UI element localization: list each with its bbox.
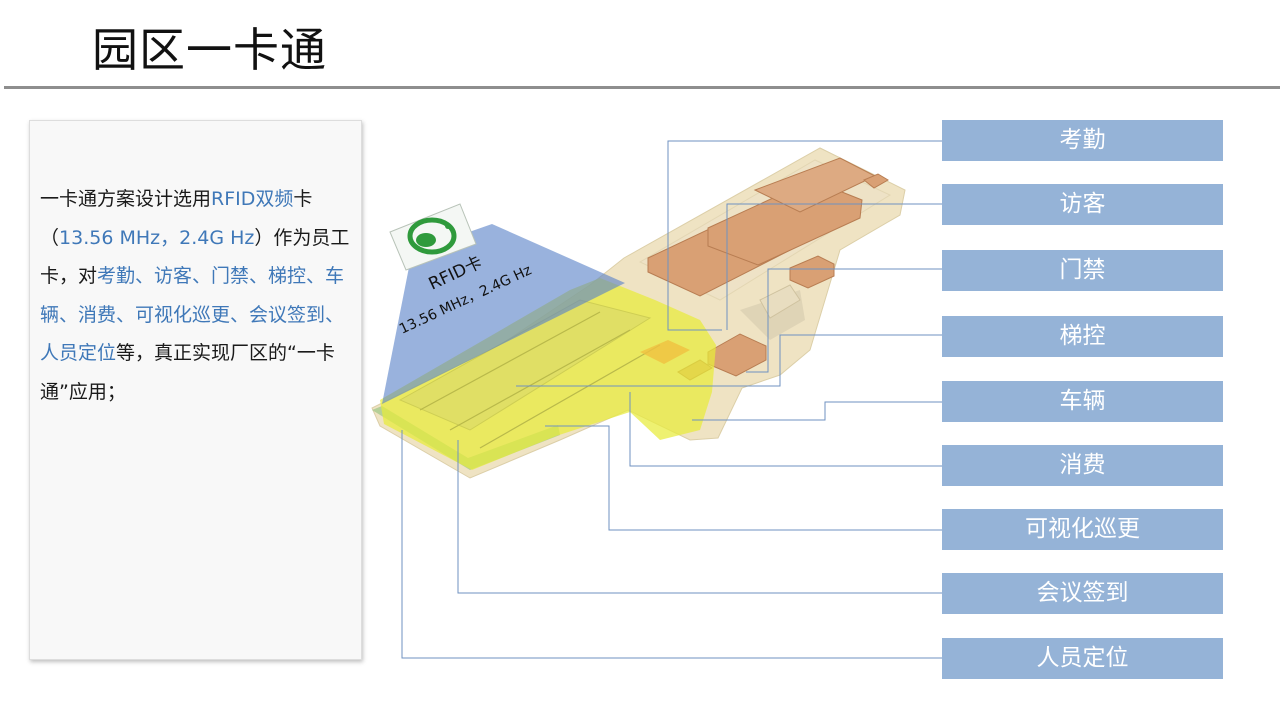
function-label-list: 考勤 访客 门禁 梯控 车辆 消费 可视化巡更 会议签到 人员定位	[942, 0, 1223, 720]
label-consumption: 消费	[942, 445, 1223, 486]
leader-line-visual-patrol	[545, 425, 942, 531]
leader-line-visitor	[726, 203, 942, 330]
leader-line-attendance	[667, 140, 942, 331]
campus-buildings	[647, 157, 889, 381]
leader-line-consumption	[629, 392, 942, 467]
label-visitor: 访客	[942, 184, 1223, 225]
description-highlight: 考勤、访客、门禁、梯控、车辆、消费、可视化巡更、会议签到、人员定位	[40, 265, 345, 364]
coverage-zone	[380, 278, 716, 470]
rfid-card-icon	[389, 203, 477, 271]
label-access-control: 门禁	[942, 250, 1223, 291]
description-highlight: RFID双频	[211, 188, 294, 210]
label-meeting-checkin: 会议签到	[942, 573, 1223, 614]
leader-line-vehicle	[692, 401, 942, 421]
description-segment: 等，真正实现厂区的“一卡通”应用；	[40, 342, 335, 403]
label-visual-patrol: 可视化巡更	[942, 509, 1223, 550]
description-text: 一卡通方案设计选用RFID双频卡（13.56 MHz，2.4G Hz）作为员工卡…	[40, 180, 358, 411]
description-highlight: 13.56 MHz，2.4G Hz	[59, 226, 255, 249]
leader-lines	[401, 140, 942, 659]
description-segment: 一卡通方案设计选用	[40, 188, 212, 210]
signal-beam	[382, 224, 625, 404]
leader-line-access-control	[746, 268, 942, 373]
leader-line-personnel-positioning	[401, 430, 942, 659]
description-panel	[29, 120, 362, 660]
label-attendance: 考勤	[942, 120, 1223, 161]
label-personnel-positioning: 人员定位	[942, 638, 1223, 679]
title-divider	[4, 86, 1280, 89]
label-vehicle: 车辆	[942, 381, 1223, 422]
description-segment: ）作为员工卡，对	[40, 226, 350, 288]
page-title: 园区一卡通	[92, 23, 327, 77]
leader-line-meeting-checkin	[457, 440, 942, 594]
description-segment: 卡（	[40, 188, 313, 249]
leader-line-elevator-control	[516, 334, 942, 387]
label-elevator-control: 梯控	[942, 316, 1223, 357]
